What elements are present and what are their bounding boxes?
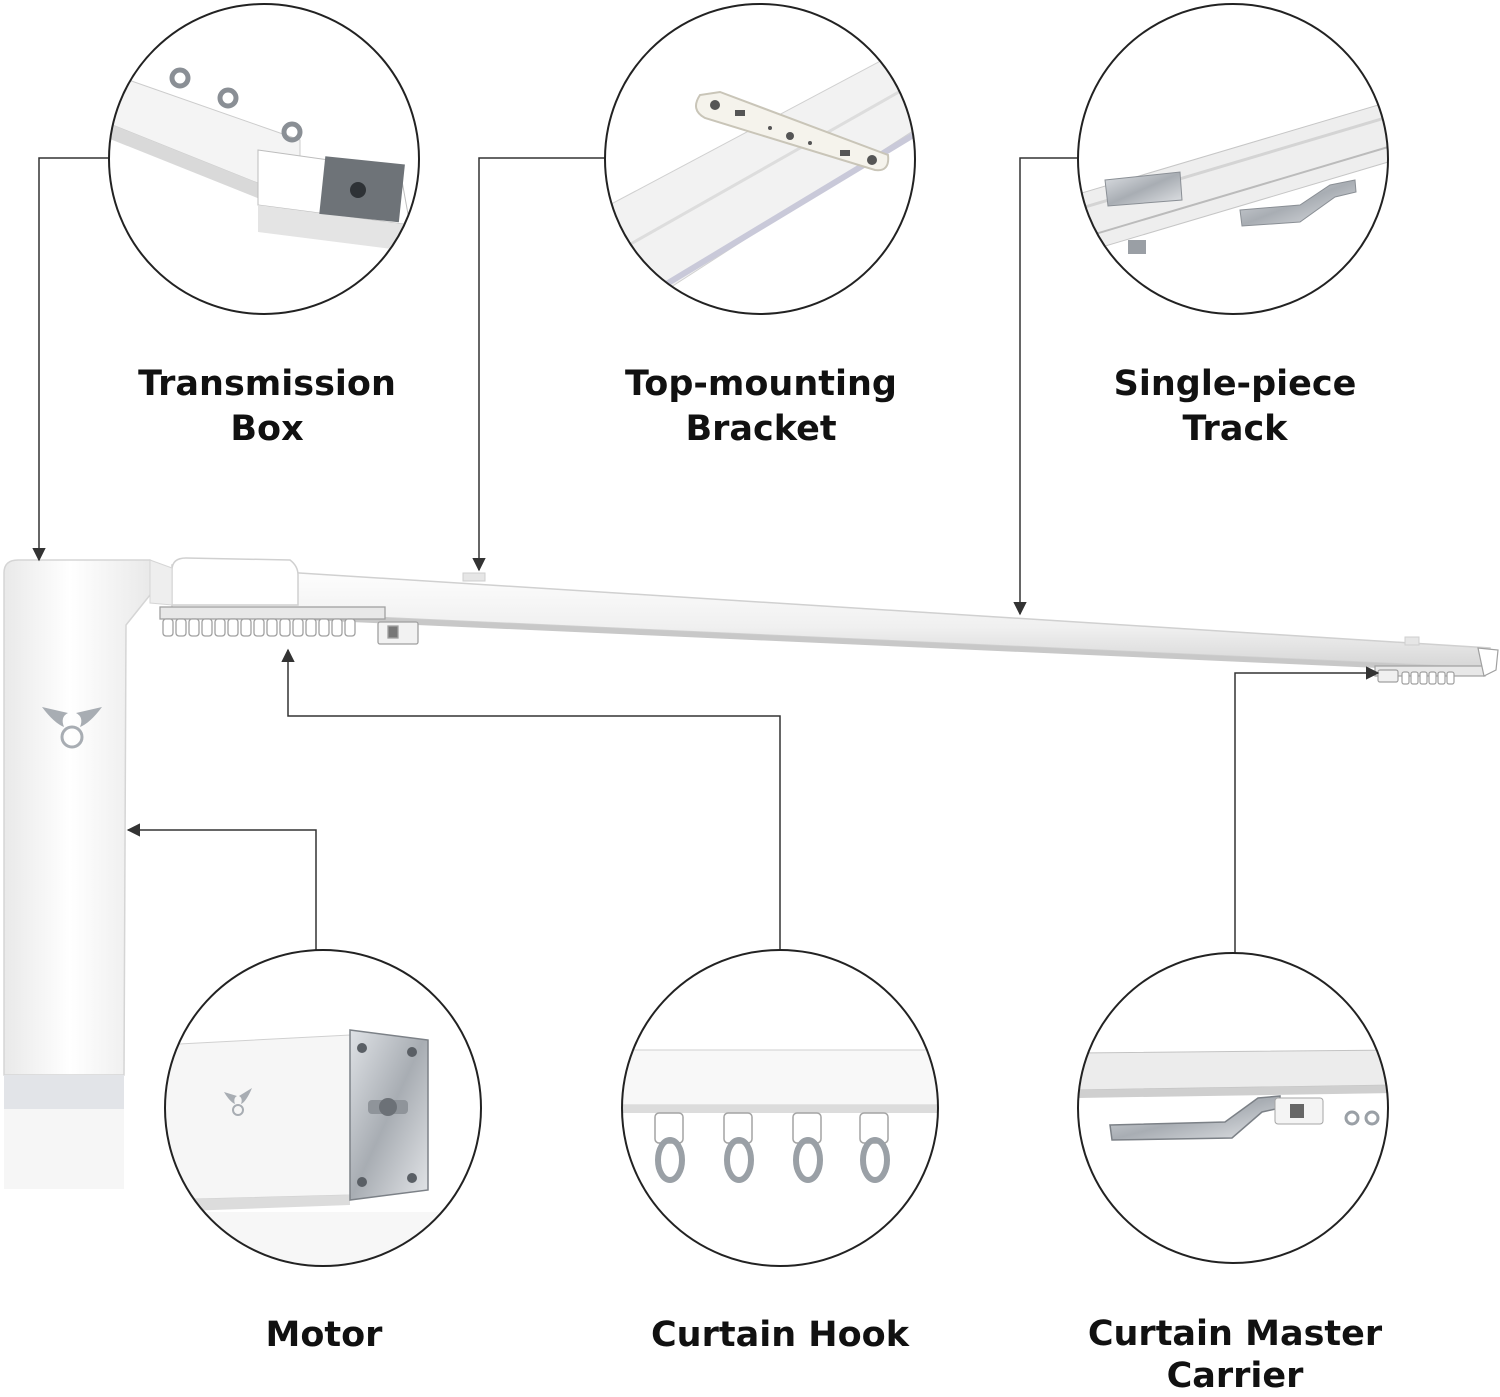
detail-circle-motor: [164, 949, 482, 1267]
label-single-piece-track: Single-piece Track: [1113, 364, 1357, 449]
hook-row-left: [159, 606, 419, 645]
leader-curtain-hook: [281, 648, 781, 950]
leader-lines: [32, 157, 1380, 953]
curtain-track-assembly: [3, 557, 1499, 1189]
leader-single-piece-track: [1013, 157, 1078, 616]
leader-transmission-box: [32, 157, 109, 562]
detail-circle-curtain-master-carrier: [1077, 952, 1389, 1264]
leader-curtain-master-carrier: [1234, 666, 1380, 953]
detail-circle-transmission-box: [108, 3, 420, 315]
detail-circle-curtain-hook: [621, 949, 939, 1267]
leader-motor: [126, 823, 317, 951]
label-curtain-hook: Curtain Hook: [651, 1315, 909, 1355]
leader-top-mounting-bracket: [472, 157, 605, 572]
detail-circle-top-mounting-bracket: [604, 3, 916, 315]
label-top-mounting-bracket: Top-mounting Bracket: [625, 364, 897, 449]
label-curtain-master-carrier: Curtain Master Carrier: [1087, 1314, 1383, 1396]
bird-logo-icon: [42, 707, 102, 749]
label-transmission-box: Transmission Box: [138, 364, 396, 449]
label-motor: Motor: [265, 1315, 383, 1355]
detail-circle-single-piece-track: [1077, 3, 1389, 315]
